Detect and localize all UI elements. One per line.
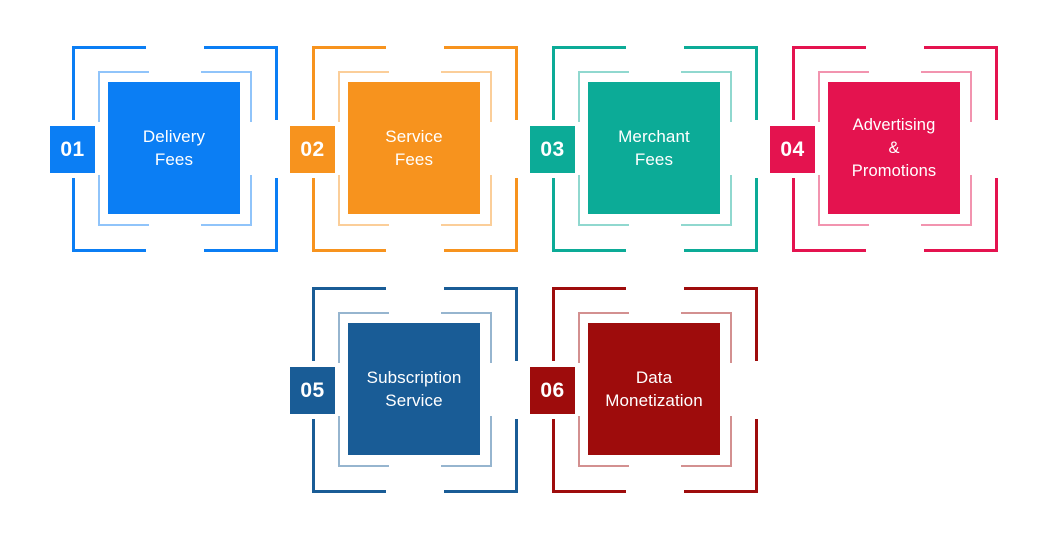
node-number-text-03: 03 <box>540 137 565 161</box>
node-number-text-01: 01 <box>60 137 85 161</box>
node-tile-06[interactable]: Data Monetization <box>588 323 720 455</box>
node-number-text-02: 02 <box>300 137 325 161</box>
node-number-badge-01[interactable]: 01 <box>50 126 95 173</box>
node-number-text-05: 05 <box>300 378 325 402</box>
diagram-node-02[interactable]: Service Fees 02 <box>290 46 518 252</box>
diagram-node-03[interactable]: Merchant Fees 03 <box>530 46 758 252</box>
node-number-badge-03[interactable]: 03 <box>530 126 575 173</box>
diagram-node-05[interactable]: Subscription Service 05 <box>290 287 518 493</box>
diagram-node-01[interactable]: Delivery Fees 01 <box>50 46 278 252</box>
node-label-06: Data Monetization <box>605 368 703 410</box>
node-number-text-04: 04 <box>780 137 805 161</box>
node-label-02: Service Fees <box>385 127 443 169</box>
node-tile-01[interactable]: Delivery Fees <box>108 82 240 214</box>
diagram-node-06[interactable]: Data Monetization 06 <box>530 287 758 493</box>
node-tile-03[interactable]: Merchant Fees <box>588 82 720 214</box>
node-number-badge-02[interactable]: 02 <box>290 126 335 173</box>
node-label-04: Advertising & Promotions <box>851 115 937 180</box>
node-label-03: Merchant Fees <box>618 127 690 169</box>
node-tile-02[interactable]: Service Fees <box>348 82 480 214</box>
node-label-01: Delivery Fees <box>142 127 206 169</box>
diagram-node-04[interactable]: Advertising & Promotions 04 <box>770 46 998 252</box>
node-number-text-06: 06 <box>540 378 565 402</box>
node-label-05: Subscription Service <box>366 368 462 410</box>
node-number-badge-04[interactable]: 04 <box>770 126 815 173</box>
node-number-badge-06[interactable]: 06 <box>530 367 575 414</box>
node-tile-04[interactable]: Advertising & Promotions <box>828 82 960 214</box>
node-number-badge-05[interactable]: 05 <box>290 367 335 414</box>
node-tile-05[interactable]: Subscription Service <box>348 323 480 455</box>
